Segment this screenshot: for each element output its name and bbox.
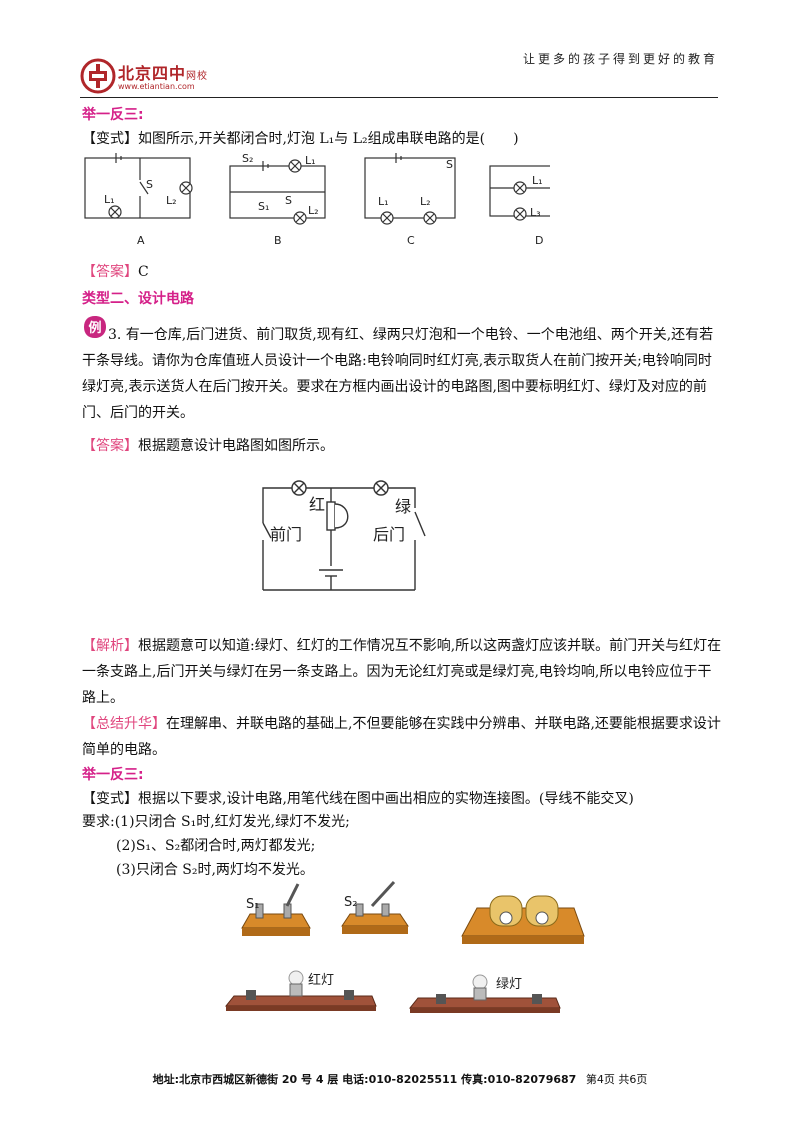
answer-1: 【答案】C — [82, 264, 149, 280]
switch-s2-label: S₂ — [344, 895, 357, 910]
svg-text:S: S — [446, 158, 453, 171]
brand-name: 北京四中网校 — [118, 64, 209, 83]
variant-question-1: 【变式】如图所示,开关都闭合时,灯泡 L₁与 L₂组成串联电路的是( ) — [82, 131, 519, 147]
option-label-b: B — [274, 234, 282, 247]
option-label-a: A — [137, 234, 145, 247]
design-circuit-diagram: 红 绿 前门 后门 — [262, 480, 426, 591]
switch-s1-icon — [241, 883, 311, 936]
svg-text:L₁: L₁ — [104, 193, 115, 206]
footer-page-number: 第4页 共6页 — [585, 1073, 648, 1086]
svg-text:L₁: L₁ — [378, 195, 389, 208]
svg-text:例: 例 — [88, 320, 101, 336]
svg-text:L₂: L₂ — [420, 195, 431, 208]
analysis: 【解析】根据题意可以知道:绿灯、红灯的工作情况互不影响,所以这两盏灯应该并联。前… — [82, 638, 722, 706]
requirement-3: (3)只闭合 S₂时,两灯均不发光。 — [116, 862, 314, 878]
example-badge-icon: 例 — [84, 316, 106, 338]
svg-text:L₁: L₁ — [305, 154, 316, 167]
switch-s1-label: S₁ — [246, 897, 259, 912]
svg-text:S: S — [146, 178, 153, 191]
svg-text:L₂: L₂ — [166, 194, 177, 207]
school-logo-icon — [80, 58, 116, 94]
summary: 【总结升华】在理解串、并联电路的基础上,不但要能够在实践中分辨串、并联电路,还要… — [82, 716, 721, 758]
header-slogan: 让更多的孩子得到更好的教育 — [522, 52, 718, 66]
section-heading-2: 举一反三: — [82, 767, 144, 783]
type-heading: 类型二、设计电路 — [82, 291, 194, 307]
svg-text:L₃: L₃ — [530, 206, 541, 219]
example-answer: 【答案】根据题意设计电路图如图所示。 — [82, 438, 334, 454]
requirement-2: (2)S₁、S₂都闭合时,两灯都发光; — [116, 838, 316, 854]
components-illustration: S₁ S₂ 红灯 绿灯 — [224, 880, 585, 1013]
svg-text:L₂: L₂ — [308, 204, 319, 217]
brand-url: www.etiantian.com — [118, 82, 195, 91]
switch-s2-icon — [341, 880, 409, 934]
green-lamp-label: 绿 — [395, 497, 411, 516]
section-heading-1: 举一反三: — [82, 107, 144, 123]
svg-text:S₁: S₁ — [258, 200, 269, 213]
svg-text:S₂: S₂ — [242, 152, 253, 165]
battery-holder-icon — [461, 895, 585, 944]
front-door-label: 前门 — [270, 525, 302, 544]
footer-address: 地址:北京市西城区新德街 20 号 4 层 电话:010-82025511 传真… — [152, 1073, 577, 1086]
red-lamp-label: 红 — [309, 495, 325, 514]
variant-question-2: 【变式】根据以下要求,设计电路,用笔代线在图中画出相应的实物连接图。(导线不能交… — [82, 791, 634, 807]
requirement-1: 要求:(1)只闭合 S₁时,红灯发光,绿灯不发光; — [82, 814, 350, 830]
svg-text:L₁: L₁ — [532, 174, 543, 187]
green-lamp-text: 绿灯 — [496, 977, 522, 992]
option-label-c: C — [407, 234, 415, 247]
page-footer: 地址:北京市西城区新德街 20 号 4 层 电话:010-82025511 传真… — [0, 1071, 800, 1087]
svg-text:S: S — [285, 194, 292, 207]
green-lamp-icon — [408, 974, 561, 1013]
red-lamp-text: 红灯 — [308, 972, 334, 988]
back-door-label: 后门 — [373, 525, 405, 544]
header-divider — [80, 97, 718, 98]
red-lamp-icon — [224, 970, 377, 1011]
example-question: 3. 有一仓库,后门进货、前门取货,现有红、绿两只灯泡和一个电铃、一个电池组、两… — [82, 327, 714, 421]
option-label-d: D — [535, 234, 543, 247]
